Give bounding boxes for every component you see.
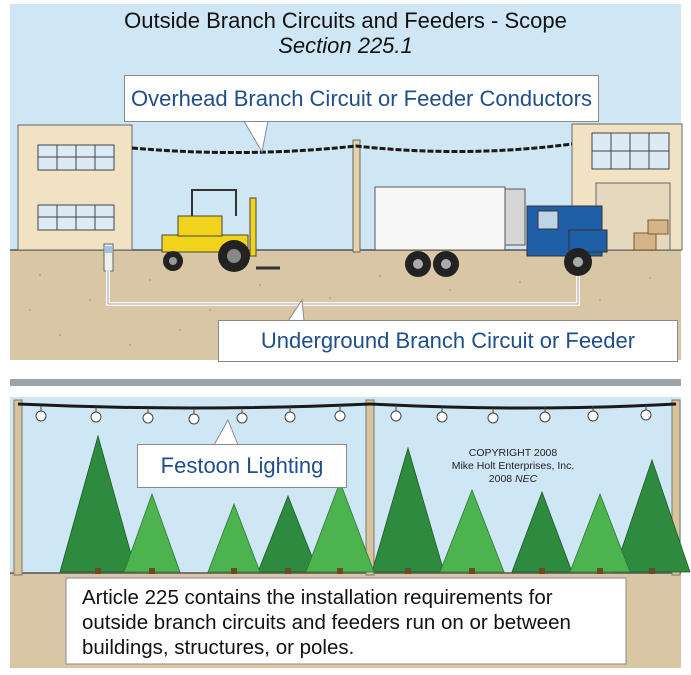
copyright-year: 2008 — [488, 473, 513, 485]
panel-divider — [10, 379, 681, 386]
summary-box — [65, 577, 627, 665]
overhead-conductors — [131, 142, 573, 155]
festoon-pole-left — [13, 399, 23, 576]
underground-callout-pointer — [287, 298, 305, 322]
ground-speckles — [29, 274, 651, 346]
copyright-line-1: COPYRIGHT 2008 — [468, 447, 558, 459]
copyright-code: NEC — [515, 473, 538, 485]
copyright-notice: COPYRIGHT 2008 Mike Holt Enterprises, In… — [438, 447, 588, 486]
forklift — [161, 189, 280, 272]
festoon-lighting-callout: Festoon Lighting — [137, 444, 347, 488]
copyright-line-3: 2008 NEC — [438, 473, 588, 486]
left-building — [17, 124, 133, 251]
overhead-callout-pointer — [243, 120, 269, 154]
festoon-pole-middle — [365, 399, 375, 576]
section-reference: Section 225.1 — [278, 33, 413, 58]
underground-feeder-callout: Underground Branch Circuit or Feeder — [218, 320, 678, 362]
copyright-line-2: Mike Holt Enterprises, Inc. — [451, 460, 575, 472]
overhead-conductors-callout: Overhead Branch Circuit or Feeder Conduc… — [124, 75, 599, 122]
summary-text: Article 225 contains the installation re… — [82, 586, 571, 659]
pine-trees — [59, 434, 691, 574]
festoon-callout-pointer — [213, 418, 239, 446]
utility-pole — [352, 139, 361, 253]
festoon-wire-left — [17, 402, 371, 410]
festoon-wire-right — [369, 402, 677, 410]
festoon-pole-right — [671, 399, 681, 576]
page-title: Outside Branch Circuits and Feeders - Sc… — [124, 8, 567, 33]
festoon-bulbs — [35, 405, 652, 425]
truck — [374, 186, 608, 277]
